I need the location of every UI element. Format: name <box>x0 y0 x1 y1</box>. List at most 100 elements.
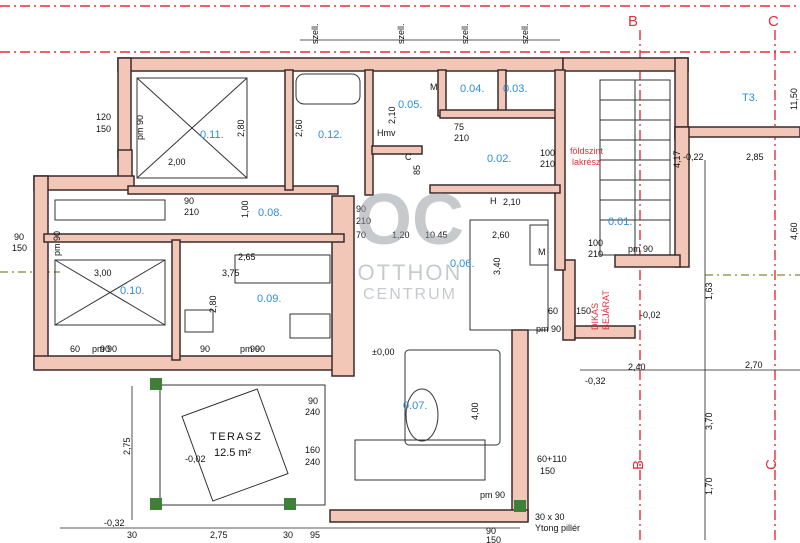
dim-text: pm 90 <box>240 344 265 354</box>
dim-text: 150 <box>486 535 501 543</box>
dim-text: 90 <box>200 344 210 354</box>
room-label-0-09: 0.09. <box>257 293 281 305</box>
dim-text: 240 <box>305 407 320 417</box>
dim-text: 3,40 <box>492 257 502 275</box>
szell-label-4: szell. <box>520 23 530 44</box>
dim-text: 2,00 <box>168 157 186 167</box>
dim-text: pm 90 <box>52 231 62 256</box>
entry-label-line1: DIKÁS <box>590 303 600 330</box>
dim-text: 2,60 <box>492 230 510 240</box>
floor-note-line1: földszint <box>570 146 604 156</box>
dim-text: 3,00 <box>94 268 112 278</box>
pillar-note-line2: Ytong pillér <box>535 523 580 533</box>
axis-label-b-top: B <box>628 13 638 30</box>
dim-text: 1,70 <box>704 477 714 495</box>
outer-walls <box>33 57 800 523</box>
dim-text: 2,75 <box>210 530 228 540</box>
szell-label-1: szell. <box>310 23 320 44</box>
watermark-logo: OC <box>356 180 464 260</box>
pillar-note-line1: 30 x 30 <box>535 512 565 522</box>
room-label-0-05: 0.05. <box>398 99 422 111</box>
dim-text: 2,10 <box>387 106 397 124</box>
dim-text: 100 <box>540 148 555 158</box>
dim-text: 2,40 <box>628 362 646 372</box>
dim-text: 120 <box>96 112 111 122</box>
m-label-1: M <box>430 82 438 92</box>
dim-text: 70 <box>356 230 366 240</box>
dim-text: 85 <box>412 165 422 175</box>
terrace-title: TERASZ <box>210 431 262 443</box>
dim-text: pm 90 <box>135 115 145 140</box>
axis-label-b-bottom: B <box>630 460 647 470</box>
dim-text: 2,85 <box>746 152 764 162</box>
dim-text: 2,80 <box>208 295 218 313</box>
szell-label-3: szell. <box>460 23 470 44</box>
room-label-0-03: 0.03. <box>503 83 527 95</box>
room-label-0-08: 0.08. <box>258 207 282 219</box>
dim-text: 150 <box>576 306 591 316</box>
dim-text: 150 <box>96 124 111 134</box>
dim-text: 60 <box>548 306 558 316</box>
axis-label-c-bottom: C <box>763 459 780 470</box>
dim-text: 90 <box>486 526 496 536</box>
terrace-posts <box>150 378 526 512</box>
dim-text: 2,60 <box>294 119 304 137</box>
room-label-0-06: 0.06. <box>450 258 474 270</box>
c-label: C <box>405 152 412 162</box>
dim-text: 4,00 <box>470 402 480 420</box>
dim-text: 1,00 <box>240 200 250 218</box>
floor-note-line2: lakrész <box>572 157 601 167</box>
dim-text: 75 <box>454 122 464 132</box>
room-label-0-02: 0.02. <box>487 153 511 165</box>
dim-text: 90 <box>100 344 110 354</box>
room-label-0-10: 0.10. <box>120 285 144 297</box>
dim-text: 4,60 <box>789 222 799 240</box>
dim-text: 2,10 <box>503 197 521 207</box>
dim-text: 10 45 <box>425 230 448 240</box>
dim-text: 60+110 <box>537 454 567 464</box>
dim-text: 210 <box>356 216 371 226</box>
hmv-label: Hmv <box>377 128 396 138</box>
dim-text: 210 <box>588 249 603 259</box>
h-label: H <box>490 196 497 206</box>
room-label-0-07: 0.07. <box>403 400 427 412</box>
dim-text: pm 90 <box>92 344 117 354</box>
dim-text: pm 90 <box>480 490 505 500</box>
dim-text: 150 <box>540 466 555 476</box>
room-label-0-01: 0.01. <box>608 216 632 228</box>
dim-text: 150 <box>12 243 27 253</box>
level-mark-zero: ±0,00 <box>372 347 394 357</box>
interior-walls <box>43 69 681 361</box>
dim-text: 90 <box>356 204 366 214</box>
dim-text: 210 <box>454 133 469 143</box>
dim-text: 1,20 <box>392 230 410 240</box>
dimension-lines <box>60 39 800 540</box>
dim-text: pm 90 <box>628 244 653 254</box>
dim-text: 3,75 <box>222 268 240 278</box>
dim-text: 160 <box>305 445 320 455</box>
dim-text: pm 90 <box>536 324 561 334</box>
level-mark-bottom: -0,32 <box>104 518 125 528</box>
dim-text: 100 <box>588 238 603 248</box>
level-mark-terrace: -0,02 <box>185 454 206 464</box>
m-label-2: M <box>538 247 546 257</box>
dim-text: 11,50 <box>789 88 799 110</box>
szell-label-2: szell. <box>396 23 406 44</box>
dim-text: 1,63 <box>704 282 714 300</box>
furniture <box>54 73 671 506</box>
dim-text: 240 <box>305 457 320 467</box>
dim-text: 4,17 <box>672 150 682 168</box>
dim-text: 60 <box>70 344 80 354</box>
dim-text: 30 <box>283 530 293 540</box>
room-label-0-12: 0.12. <box>318 129 342 141</box>
terrace-area: 12.5 m² <box>214 447 252 459</box>
dim-text: 210 <box>184 207 199 217</box>
watermark-line1: OTTHON <box>357 260 463 285</box>
dim-text: 3,70 <box>704 412 714 430</box>
dim-text: 2,70 <box>745 360 763 370</box>
level-mark-minus022: -0,22 <box>683 152 704 162</box>
axis-label-c-top: C <box>768 13 779 30</box>
dim-text: 30 <box>127 530 137 540</box>
